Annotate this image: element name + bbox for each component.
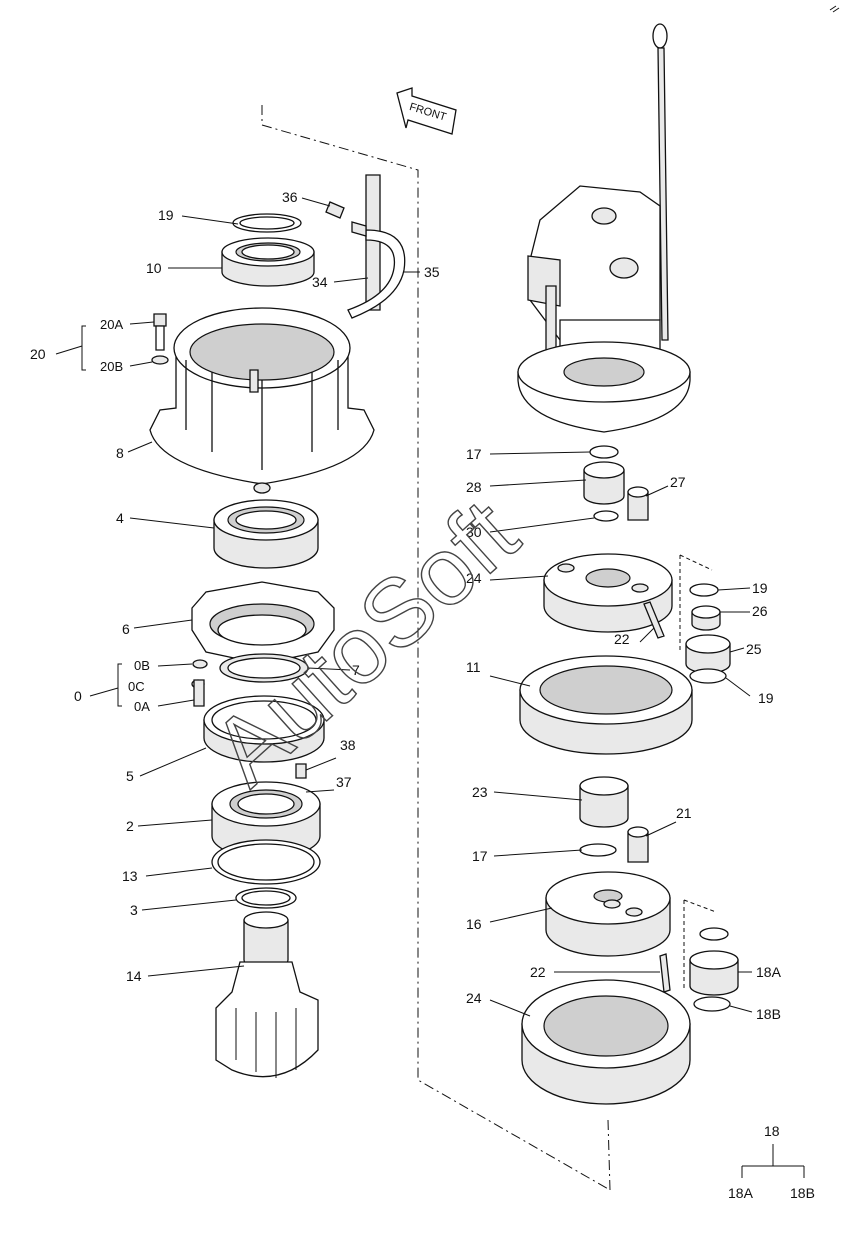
bolt-20a <box>153 313 167 351</box>
ring-13 <box>211 839 321 885</box>
callout-18b: 18B <box>756 1006 781 1022</box>
callout-26: 26 <box>752 603 768 619</box>
callout-19: 19 <box>158 207 174 223</box>
pin-27 <box>627 486 649 521</box>
callout-4: 4 <box>116 510 124 526</box>
bearing-10 <box>221 237 315 287</box>
housing-8 <box>149 307 375 494</box>
swing-motor <box>517 185 691 433</box>
callout-11: 11 <box>466 659 481 675</box>
callout-20: 20 <box>30 346 46 362</box>
callout-21: 21 <box>676 805 692 821</box>
callout-10: 10 <box>146 260 162 276</box>
callout-5: 5 <box>126 768 134 784</box>
bearing-4 <box>213 499 319 569</box>
ring-30 <box>593 510 619 522</box>
ring-3 <box>235 887 297 909</box>
callout-23: 23 <box>472 784 488 800</box>
callout-13: 13 <box>122 868 138 884</box>
callout-18a: 18A <box>756 964 782 980</box>
ring-17-upper <box>589 445 619 459</box>
planet-set-lower <box>689 927 739 1012</box>
pipe-34-35 <box>347 174 406 319</box>
carrier-lower <box>545 871 671 957</box>
ring-17-lower <box>579 843 617 857</box>
gear-28 <box>583 461 625 505</box>
legend-child-a: 18A <box>728 1185 754 1201</box>
plug-36 <box>325 201 345 219</box>
callout-25: 25 <box>746 641 762 657</box>
callout-17-lower: 17 <box>472 848 488 864</box>
dipstick <box>652 23 669 341</box>
seal-ring-5 <box>203 695 325 763</box>
callout-37: 37 <box>336 774 352 790</box>
washer-20b <box>151 355 169 365</box>
snap-ring-19 <box>232 213 302 233</box>
callout-22-upper: 22 <box>614 631 630 647</box>
legend-parent: 18 <box>764 1123 780 1139</box>
callout-34: 34 <box>312 274 328 290</box>
pin-22-lower <box>659 953 671 993</box>
cover-6 <box>191 581 335 665</box>
callout-36: 36 <box>282 189 298 205</box>
callout-14: 14 <box>126 968 142 984</box>
callout-0a: 0A <box>134 699 150 714</box>
ring-gear-24 <box>521 979 691 1105</box>
callout-3: 3 <box>130 902 138 918</box>
callout-0b: 0B <box>134 658 150 673</box>
ring-gear-11 <box>519 655 693 755</box>
callout-24-upper: 24 <box>466 570 482 586</box>
seal-7 <box>219 653 309 683</box>
legend-tree: 18 18A 18B <box>728 1123 815 1201</box>
callout-0c: 0C <box>128 679 145 694</box>
callout-28: 28 <box>466 479 482 495</box>
pin-21 <box>627 826 649 863</box>
callout-2: 2 <box>126 818 134 834</box>
callout-27: 27 <box>670 474 686 490</box>
pin-22-upper <box>643 601 665 639</box>
callout-22-lower: 22 <box>530 964 546 980</box>
callout-0: 0 <box>74 688 82 704</box>
legend-child-b: 18B <box>790 1185 815 1201</box>
callout-35: 35 <box>424 264 440 280</box>
gear-23 <box>579 776 629 828</box>
carrier-upper <box>543 553 673 633</box>
callout-24-lower: 24 <box>466 990 482 1006</box>
fasteners-0 <box>191 659 208 707</box>
callout-7: 7 <box>352 662 360 678</box>
assembly-axis-lines <box>261 105 717 1191</box>
callout-19-right: 19 <box>752 580 768 596</box>
callout-20a: 20A <box>100 317 123 332</box>
corner-mark <box>829 5 840 13</box>
callout-6: 6 <box>122 621 130 637</box>
leader-lines <box>55 197 753 1017</box>
callout-30: 30 <box>466 524 482 540</box>
callout-20b: 20B <box>100 359 123 374</box>
planet-set-upper <box>685 583 731 684</box>
callout-8: 8 <box>116 445 124 461</box>
callout-38: 38 <box>340 737 356 753</box>
callout-16: 16 <box>466 916 482 932</box>
callout-19-lower: 19 <box>758 690 774 706</box>
pinion-shaft-14 <box>215 911 319 1078</box>
callout-labels: 19 36 10 34 35 20 20A 20B 8 4 6 7 0 0B 0… <box>30 189 782 1022</box>
front-arrow: FRONT <box>396 87 457 135</box>
callout-17-upper: 17 <box>466 446 482 462</box>
